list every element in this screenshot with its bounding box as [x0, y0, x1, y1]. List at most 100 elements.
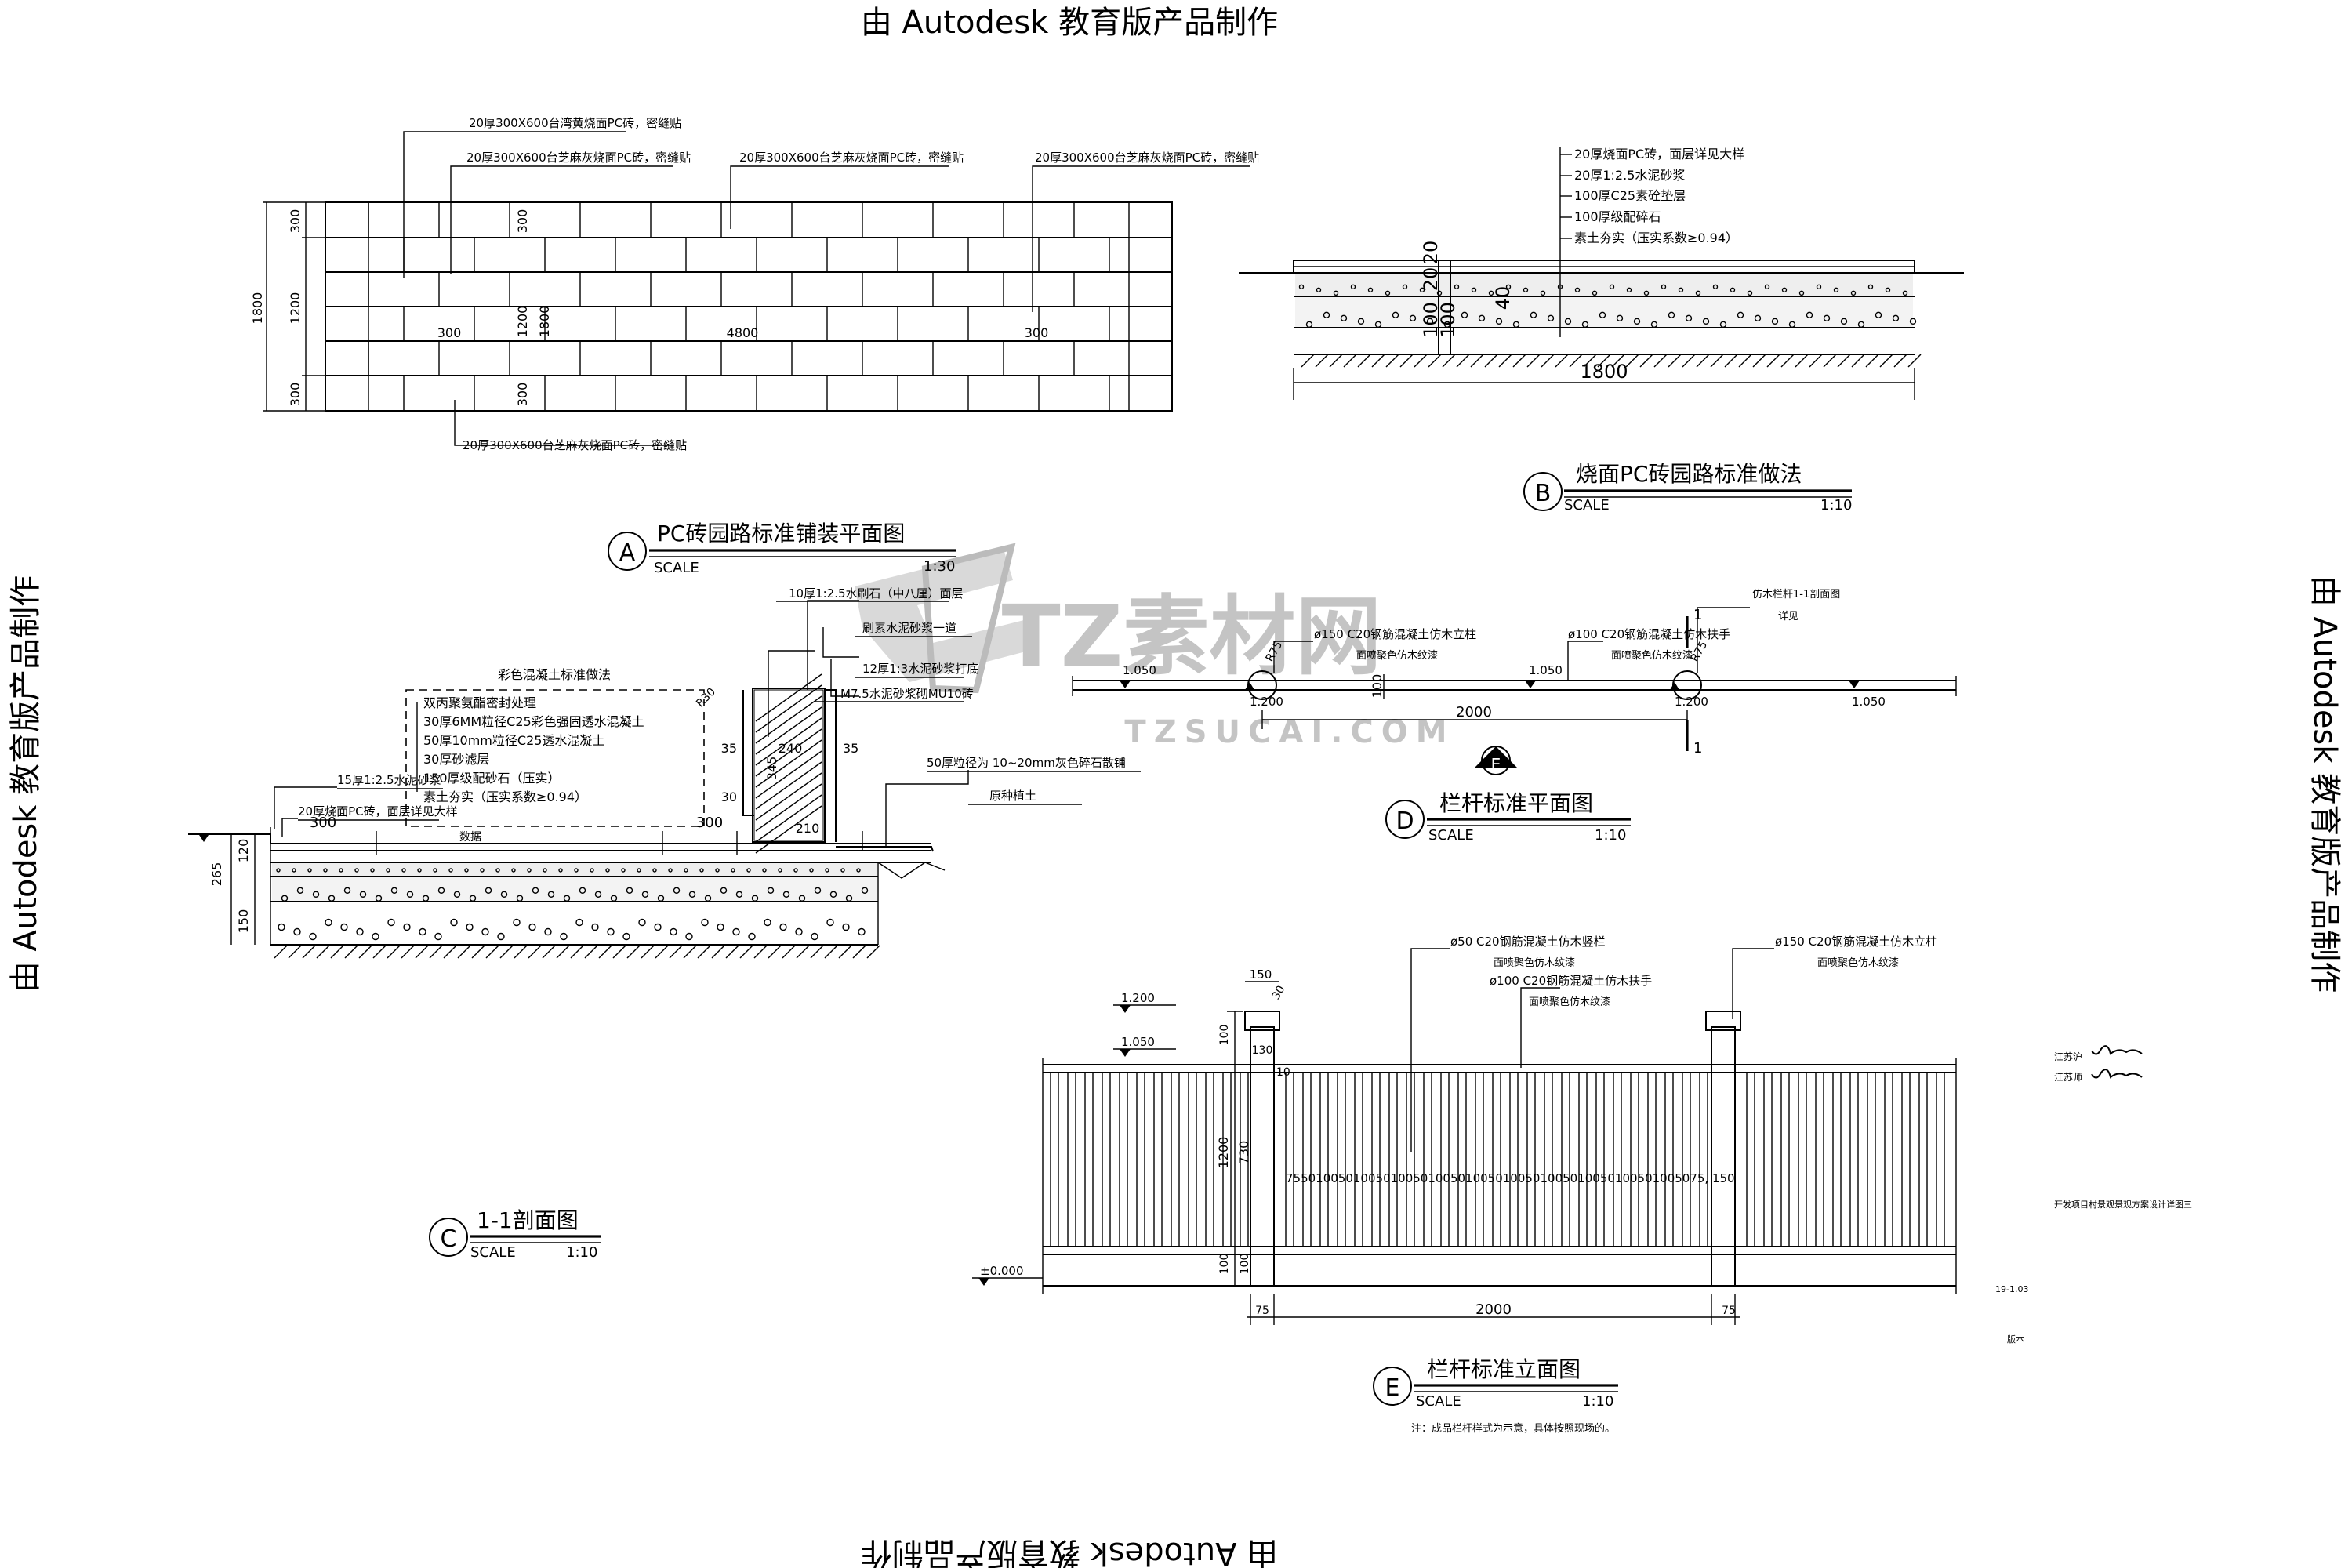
logo-main: TZ素材网: [1002, 586, 1382, 687]
c-mid-label: 数据: [459, 831, 481, 844]
c-scale: 1:10: [566, 1244, 597, 1261]
watermark-right: 由 Autodesk 教育版产品制作: [2307, 575, 2343, 993]
e-callout-5: ø150 C20钢筋混凝土仿木立柱: [1775, 935, 1937, 949]
title-block: 江苏沪 江苏师 开发项目村景观景观方案设计详图三 19-1.03 版本: [1995, 1045, 2192, 1345]
c-callout-5: 15厚1:2.5水泥砂浆: [337, 773, 441, 787]
watermark-top: 由 Autodesk 教育版产品制作: [861, 5, 1278, 41]
c-box-layer-1: 双丙聚氨酯密封处理: [423, 695, 536, 710]
tb-sign1-label: 江苏沪: [2054, 1051, 2082, 1062]
a-callout-3: 20厚300X600台芝麻灰烧面PC砖，密缝贴: [739, 151, 964, 165]
b-dim-1: 20: [1420, 241, 1442, 265]
a-callout-5: 20厚300X600台芝麻灰烧面PC砖，密缝贴: [463, 438, 687, 452]
watermark-bottom: 由 Autodesk 教育版产品制作: [861, 1535, 1278, 1568]
e-scale: 1:10: [1582, 1393, 1613, 1410]
e-dim-130: 130: [1252, 1044, 1273, 1057]
b-layer-2: 20厚1:2.5水泥砂浆: [1574, 168, 1685, 183]
e-callout-4: 面喷聚色仿木纹漆: [1529, 996, 1610, 1008]
b-scale: 1:10: [1820, 497, 1852, 514]
drawing-d-railing-plan: 1.050 1.200 1.050 1.200 1.050 2000 100 R…: [1072, 589, 1957, 844]
e-level-000: ±0.000: [980, 1264, 1024, 1278]
c-box-layer-4: 30厚砂滤层: [423, 752, 489, 767]
e-dim-730: 730: [1236, 1141, 1251, 1165]
e-dim-100-top: 100: [1218, 1025, 1231, 1046]
d-callout-1: ø150 C20钢筋混凝土仿木立柱: [1314, 627, 1476, 641]
a-dim-left-mid: 1200: [288, 292, 303, 325]
d-scale-label: SCALE: [1428, 827, 1474, 844]
c-box-layer-5: 150厚级配砂石（压实）: [423, 771, 561, 786]
d-scale: 1:10: [1595, 827, 1626, 844]
d-e-marker: E: [1491, 755, 1501, 774]
d-section-mark-bot: 1: [1693, 740, 1702, 757]
d-callout-4: 面喷聚色仿木纹漆: [1611, 649, 1693, 662]
c-dim-210: 210: [796, 821, 820, 836]
d-dim-2000: 2000: [1456, 704, 1492, 720]
e-dim-100b: 100: [1239, 1254, 1251, 1275]
d-level-3: 1.050: [1529, 663, 1563, 677]
e-dim-2000: 2000: [1475, 1301, 1512, 1318]
a-scale-label: SCALE: [654, 560, 699, 576]
b-dim-3: 40: [1492, 286, 1514, 310]
watermark-left: 由 Autodesk 教育版产品制作: [8, 575, 44, 993]
a-dim-center-bot: 300: [515, 383, 530, 407]
a-dim-center-total: 1800: [537, 306, 552, 338]
d-dim-100: 100: [1370, 674, 1385, 699]
e-marker: E: [1385, 1374, 1400, 1402]
e-spacing: 7550100501005010050100501005010050100501…: [1286, 1171, 1735, 1185]
c-dim-35b: 35: [843, 741, 858, 756]
c-scale-label: SCALE: [470, 1244, 516, 1261]
tb-sheet-name: 开发项目村景观景观方案设计详图三: [2054, 1199, 2192, 1210]
drawing-c-section: R30 35 240 35 30 345 210 300 300 120 265…: [188, 586, 1141, 1261]
e-callout-6: 面喷聚色仿木纹漆: [1817, 956, 1899, 969]
c-box-layer-6: 素土夯实（压实系数≥0.94）: [423, 789, 587, 804]
c-dim-265: 265: [209, 862, 224, 887]
b-marker: B: [1535, 480, 1552, 507]
e-callout-1: ø50 C20钢筋混凝土仿木竖栏: [1450, 935, 1606, 949]
d-callout-5: 仿木栏杆1-1剖面图: [1752, 589, 1840, 601]
c-callout-8: 原种植土: [989, 789, 1036, 803]
c-box-layer-3: 50厚10mm粒径C25透水混凝土: [423, 733, 604, 748]
e-level-1050: 1.050: [1121, 1035, 1155, 1049]
tb-sheet-no: 19-1.03: [1995, 1284, 2028, 1294]
c-dim-300b: 300: [696, 815, 723, 831]
a-dim-h-left: 300: [437, 325, 462, 340]
d-section-mark-top: 1: [1693, 607, 1702, 623]
c-title: 1-1剖面图: [477, 1207, 579, 1233]
tb-sign2-label: 江苏师: [2054, 1072, 2082, 1083]
drawing-e-railing-elevation: 75 2000 75 75501005010050100501005010050…: [972, 935, 1957, 1435]
d-level-5: 1.050: [1852, 695, 1886, 709]
c-box-title: 彩色混凝土标准做法: [498, 667, 611, 682]
c-dim-30: 30: [721, 789, 737, 804]
c-callout-1: 10厚1:2.5水刷石（中八厘）面层: [789, 586, 964, 601]
e-dim-30: 30: [1270, 984, 1288, 1002]
c-dim-300a: 300: [310, 815, 336, 831]
c-dim-35a: 35: [721, 741, 737, 756]
e-dim-10: 10: [1276, 1066, 1290, 1079]
c-callout-2: 刷素水泥砂浆一道: [862, 621, 956, 635]
drawing-a-paving-plan: 300 1200 300 1800 300 1200 300 1800 300 …: [250, 116, 1259, 576]
b-layer-1: 20厚烧面PC砖，面层详见大样: [1574, 147, 1744, 162]
a-callout-4: 20厚300X600台芝麻灰烧面PC砖，密缝贴: [1035, 151, 1259, 165]
b-layer-4: 100厚级配碎石: [1574, 209, 1661, 224]
e-callout-3: ø100 C20钢筋混凝土仿木扶手: [1490, 974, 1652, 988]
e-callout-2: 面喷聚色仿木纹漆: [1494, 956, 1575, 969]
b-layer-5: 素土夯实（压实系数≥0.94）: [1574, 230, 1738, 245]
d-title: 栏杆标准平面图: [1439, 790, 1593, 816]
b-layer-3: 100厚C25素砼垫层: [1574, 188, 1686, 203]
a-callout-1: 20厚300X600台湾黄烧面PC砖，密缝贴: [469, 116, 681, 130]
c-dim-r30: R30: [694, 686, 718, 710]
a-dim-center-mid: 1200: [515, 306, 530, 338]
c-marker: C: [441, 1225, 457, 1253]
c-box-layer-2: 30厚6MM粒径C25彩色强固透水混凝土: [423, 714, 644, 729]
a-marker: A: [619, 539, 636, 567]
d-level-4: 1.200: [1675, 695, 1708, 709]
b-dim-4: 100: [1420, 302, 1442, 338]
tb-remark: 版本: [2007, 1334, 2024, 1345]
d-callout-2: 面喷聚色仿木纹漆: [1356, 649, 1438, 662]
b-title: 烧面PC砖园路标准做法: [1576, 461, 1802, 487]
e-note: 注：成品栏杆样式为示意，具体按照现场的。: [1411, 1422, 1615, 1435]
e-scale-label: SCALE: [1416, 1393, 1461, 1410]
a-title: PC砖园路标准铺装平面图: [657, 521, 905, 546]
b-scale-label: SCALE: [1564, 497, 1610, 514]
d-callout-6: 详见: [1778, 611, 1798, 622]
